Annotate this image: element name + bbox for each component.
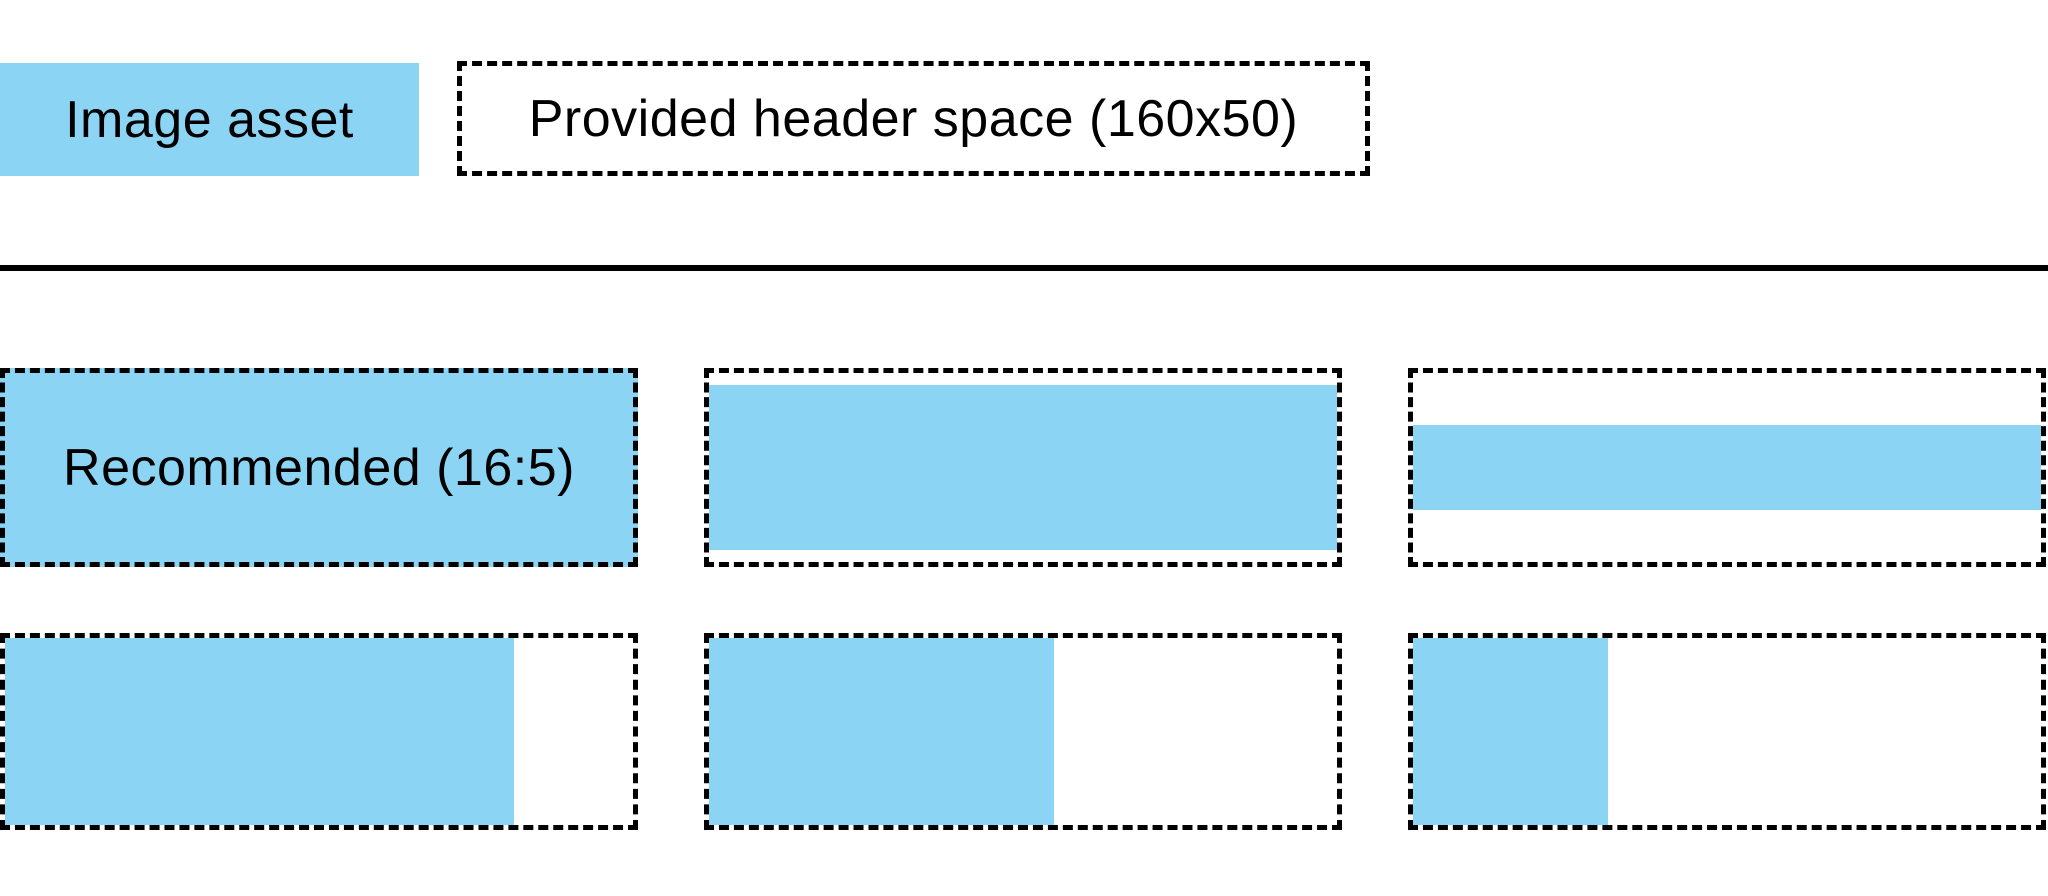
header-space-box-r1c1: Recommended (16:5)	[0, 368, 638, 567]
header-space-box-r2c1	[0, 633, 638, 830]
image-asset-fill	[709, 638, 1055, 825]
legend-image-asset-label: Image asset	[65, 90, 354, 149]
legend-header-space-box: Provided header space (160x50)	[457, 61, 1370, 176]
section-divider	[0, 265, 2048, 271]
header-space-box-r2c2	[704, 633, 1342, 830]
image-asset-fill	[5, 638, 514, 825]
header-space-box-r2c3	[1408, 633, 2046, 830]
legend-header-space-label: Provided header space (160x50)	[528, 89, 1299, 148]
recommended-ratio-label: Recommended (16:5)	[63, 438, 575, 497]
header-space-box-r1c2	[704, 368, 1342, 567]
image-asset-fill	[709, 385, 1337, 550]
image-asset-fill: Recommended (16:5)	[5, 373, 633, 562]
image-asset-fill	[1413, 638, 1608, 825]
header-space-box-r1c3	[1408, 368, 2046, 567]
image-asset-fill	[1413, 424, 2041, 511]
legend-image-asset-swatch: Image asset	[0, 63, 419, 176]
